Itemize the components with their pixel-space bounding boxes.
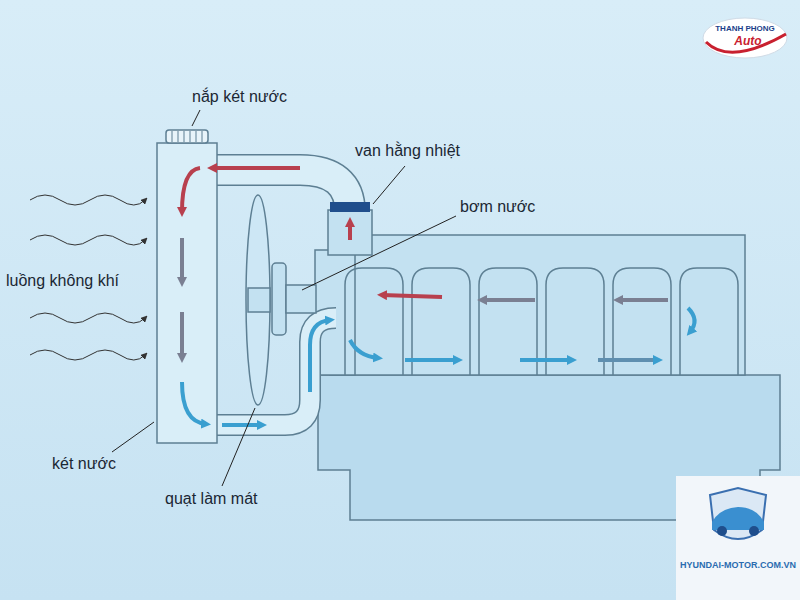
brand-name: Auto bbox=[734, 35, 761, 49]
part-label: van hằng nhiệt bbox=[355, 142, 460, 160]
part-label: nắp két nước bbox=[192, 88, 287, 106]
flow-arrows bbox=[182, 168, 695, 425]
part-label: két nước bbox=[52, 455, 116, 473]
brand-name: THANH PHONG bbox=[715, 24, 775, 33]
brand-logo bbox=[703, 18, 787, 58]
part-label: bơm nước bbox=[460, 198, 535, 216]
thermostat bbox=[328, 202, 372, 255]
watermark-badge bbox=[676, 476, 800, 600]
part-label: quạt làm mát bbox=[165, 490, 257, 508]
fan bbox=[246, 195, 316, 405]
leader-lines bbox=[112, 110, 456, 486]
part-label: luồng không khí bbox=[6, 272, 119, 290]
watermark: HYUNDAI-MOTOR.COM.VN bbox=[680, 560, 796, 570]
radiator bbox=[157, 130, 217, 443]
